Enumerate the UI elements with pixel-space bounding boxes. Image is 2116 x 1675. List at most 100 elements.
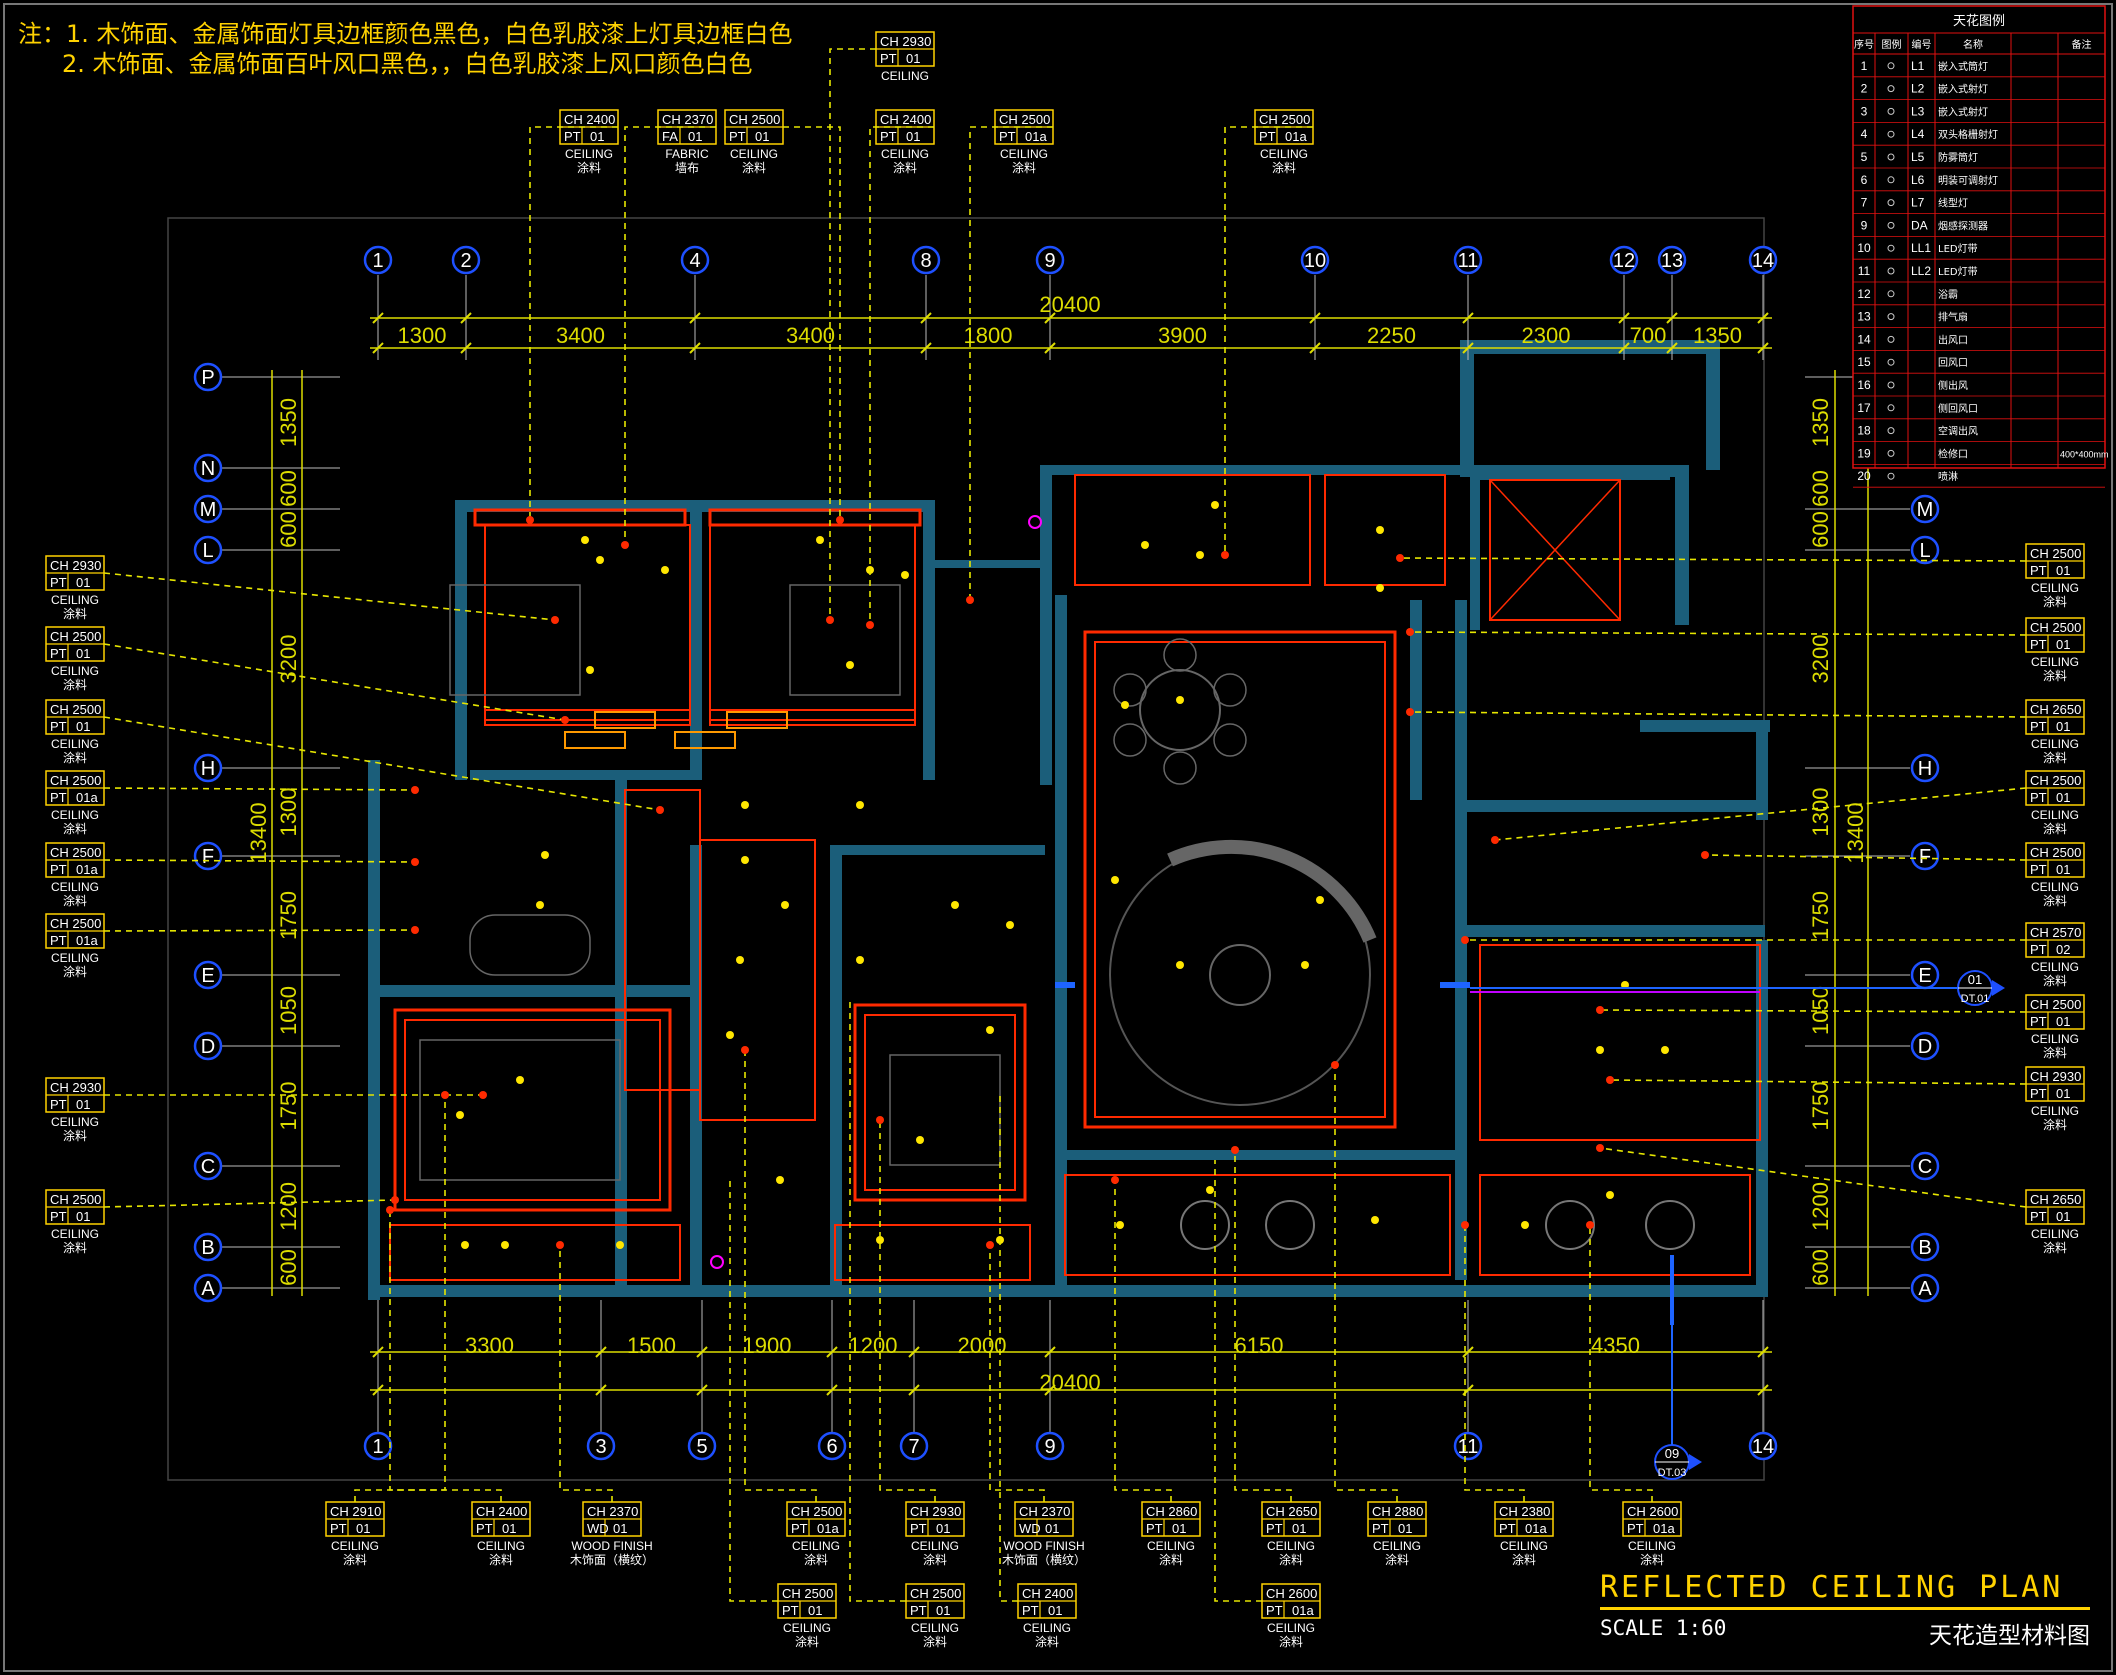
tag-left-5-mat: PT [50,933,67,948]
grid-bubble-right-H: H [1918,758,1932,780]
tag-top-6-cat: CEILING [1260,147,1308,161]
grid-bubble-right-A-circle [1910,1273,1940,1303]
tag-right-4-num: 01 [2056,862,2070,877]
tag-left-3-ch: CH 2500 [50,773,101,788]
leader-end [1221,551,1229,559]
grid-bubble-right-B-circle [1910,1232,1940,1262]
leader-end [1606,1076,1614,1084]
tag-left-7-cat: CEILING [51,1227,99,1241]
legend-name-5: 防雾筒灯 [1938,151,1978,164]
tag-top-1-mat: PT [564,129,581,144]
tag-left-3-cat: CEILING [51,808,99,822]
tag-bottom2-2-num: 01 [1048,1603,1062,1618]
tag-top-6-ch: CH 2500 [1259,112,1310,127]
tag-top-2-num: 01 [688,129,702,144]
title-block: REFLECTED CEILING PLAN SCALE 1:60 天花造型材料… [1600,1570,2090,1650]
coffee-table [1209,944,1271,1006]
tag-top-3-ch: CH 2500 [729,112,780,127]
ceiling-master-inner [404,1019,661,1201]
dim-tick [372,342,384,354]
tag-left-6-cn: 涂料 [63,1128,87,1143]
detail-marker-09-arrow-icon [1689,1454,1702,1470]
dim-left-6: 1050 [276,986,301,1035]
grid-bubble-right-F-circle [1910,841,1940,871]
tag-bottom-2-ch: CH 2370 [587,1504,638,1519]
legend-name-11: LED灯带 [1938,266,1978,278]
grid-bubble-bottom-6: 6 [826,1436,837,1458]
grid-bubble-bottom-11: 11 [1458,1436,1479,1458]
dim-tick [689,312,701,324]
legend-no-12: 12 [1857,287,1871,301]
dim-right-9: 600 [1808,1249,1833,1286]
tag-right-7-ch: CH 2930 [2030,1069,2081,1084]
light-fixture [1176,696,1184,704]
tag-top-3-num: 01 [755,129,769,144]
dim-bottom-4: 2000 [958,1333,1007,1358]
legend-symbol-icon [1887,107,1895,115]
tag-right-7-cn: 涂料 [2043,1117,2067,1132]
tag-left-0-num: 01 [76,575,90,590]
leader-top-1 [529,126,618,520]
tag-left-7-num: 01 [76,1209,90,1224]
grid-bubble-bottom-9-circle [1035,1431,1065,1461]
wall-bottom-right [1050,1285,1760,1297]
tag-bottom-2-num: 01 [613,1521,627,1536]
dining-chair [1113,723,1147,757]
tag-top-5-cat: CEILING [1000,147,1048,161]
leader-end [1461,936,1469,944]
leader-top-4 [869,126,934,625]
tag-bottom-4-num: 01 [936,1521,950,1536]
legend-symbol-icon [1887,176,1895,184]
legend-code-10: LL1 [1911,241,1931,255]
dim-left-total: 13400 [246,802,271,863]
sprinkler [710,1255,724,1269]
legend-name-14: 出风口 [1938,333,1968,346]
legend-border [1852,5,2106,469]
legend-symbol-icon [1887,130,1895,138]
grid-bubble-top-8-circle [911,245,941,275]
grid-bubble-left-M-circle [193,494,223,524]
light-fixture [1141,541,1149,549]
tag-bottom-9-ch: CH 2380 [1499,1504,1550,1519]
tag-bottom-5-cat: WOOD FINISH [1003,1539,1084,1553]
tag-left-0-mat: PT [50,575,67,590]
legend-no-11: 11 [1858,264,1871,278]
dim-tick [1757,1384,1769,1396]
light-fixture [581,536,589,544]
tag-left-6-num: 01 [76,1097,90,1112]
tag-left-4-cat: CEILING [51,880,99,894]
tag-left-5-cn: 涂料 [63,964,87,979]
light-fixture [846,661,854,669]
legend-header-3: 名称 [1963,38,1983,51]
grid-bubble-top-12: 12 [1613,250,1635,272]
leader-bottom2-3 [1214,1160,1262,1602]
tag-bottom-9-cat: CEILING [1500,1539,1548,1553]
tag-bottom-2-mat: WD [587,1521,609,1536]
tag-bottom-3-ch: CH 2500 [791,1504,842,1519]
tag-bottom-1-num: 01 [502,1521,516,1536]
tag-bottom-3-cn: 涂料 [804,1552,828,1567]
tag-bottom-6-cat: CEILING [1147,1539,1195,1553]
wall-left-lower [368,760,380,1300]
light-fixture [741,801,749,809]
ceiling-led-bedroom1 [484,709,691,721]
leader-right-3 [1494,787,2027,841]
legend-symbol-icon [1887,62,1895,70]
grid-bubble-top-11-circle [1453,245,1483,275]
leader-end [656,806,664,814]
ceiling-closet [624,789,701,1091]
grid-bubble-right-M: M [1917,499,1934,521]
